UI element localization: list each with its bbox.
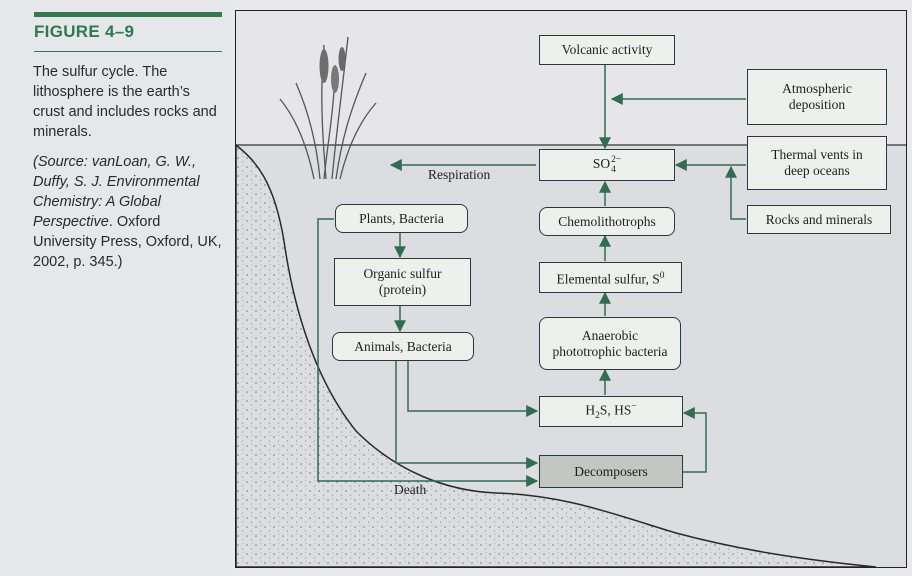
caption-rule — [34, 51, 222, 52]
sulfate-charge: 2− — [611, 155, 622, 165]
caption-source-title: Environmental Chemistry: A Global Perspe… — [33, 174, 200, 230]
sulfate-scripts: 2−4 — [611, 155, 621, 175]
node-thermal-vents: Thermal vents in deep oceans — [747, 136, 887, 190]
figure-label: FIGURE 4–9 — [34, 22, 135, 41]
arrow-decomposers-to-h2s — [682, 407, 707, 473]
caption-text: The sulfur cycle. The lithosphere is the… — [33, 62, 223, 272]
caption-source-prefix: (Source: vanLoan, G. W., Duffy, S. J. — [33, 154, 197, 190]
arrow-plants-death-to-decomposers — [317, 218, 539, 487]
arrow-animals-to-decomposers — [395, 361, 539, 469]
arrow-animals-to-h2s — [407, 361, 539, 417]
node-volcanic-activity: Volcanic activity — [539, 35, 675, 65]
hydrogen-sulfide-label: H2S, HS− — [585, 399, 636, 424]
node-anaerobic-phototrophic-bacteria: Anaerobic phototrophic bacteria — [539, 317, 681, 370]
node-hydrogen-sulfide: H2S, HS− — [539, 396, 683, 427]
h2s-h: H — [585, 402, 596, 418]
h2s-subscript: 2 — [595, 411, 600, 422]
caption-source: (Source: vanLoan, G. W., Duffy, S. J. En… — [33, 152, 223, 272]
cattail-plant-illustration — [279, 36, 377, 180]
arrows — [317, 65, 746, 487]
node-elemental-sulfur: Elemental sulfur, S0 — [539, 262, 682, 293]
caption-source-suffix: . Oxford University Press, Oxford, UK, 2… — [33, 214, 222, 270]
elemental-sulfur-superscript: 0 — [659, 270, 665, 281]
h2s-rest: S, HS — [599, 402, 632, 418]
node-decomposers: Decomposers — [539, 455, 683, 488]
label-respiration: Respiration — [428, 167, 491, 182]
sulfate-symbol: SO — [592, 156, 611, 172]
caption-description: The sulfur cycle. The lithosphere is the… — [33, 64, 217, 140]
sulfate-subscript: 4 — [611, 165, 616, 175]
elemental-sulfur-text: Elemental sulfur, S — [556, 271, 660, 287]
arrow-rocks-to-thermal — [725, 165, 746, 220]
node-chemolithotrophs: Chemolithotrophs — [539, 207, 675, 236]
figure-caption: FIGURE 4–9 The sulfur cycle. The lithosp… — [0, 0, 232, 576]
hs-charge: − — [631, 401, 637, 412]
elemental-sulfur-label: Elemental sulfur, S0 — [556, 268, 664, 288]
node-atmospheric-deposition: Atmospheric deposition — [747, 69, 887, 125]
node-plants-bacteria: Plants, Bacteria — [335, 204, 468, 233]
node-animals-bacteria: Animals, Bacteria — [332, 332, 474, 361]
sulfur-cycle-diagram: Volcanic activity Atmospheric deposition… — [235, 10, 907, 568]
sediment-region — [236, 144, 877, 567]
label-death: Death — [394, 482, 427, 497]
node-organic-sulfur: Organic sulfur (protein) — [334, 258, 471, 306]
node-rocks-and-minerals: Rocks and minerals — [747, 205, 891, 234]
caption-accent-bar — [34, 12, 222, 17]
